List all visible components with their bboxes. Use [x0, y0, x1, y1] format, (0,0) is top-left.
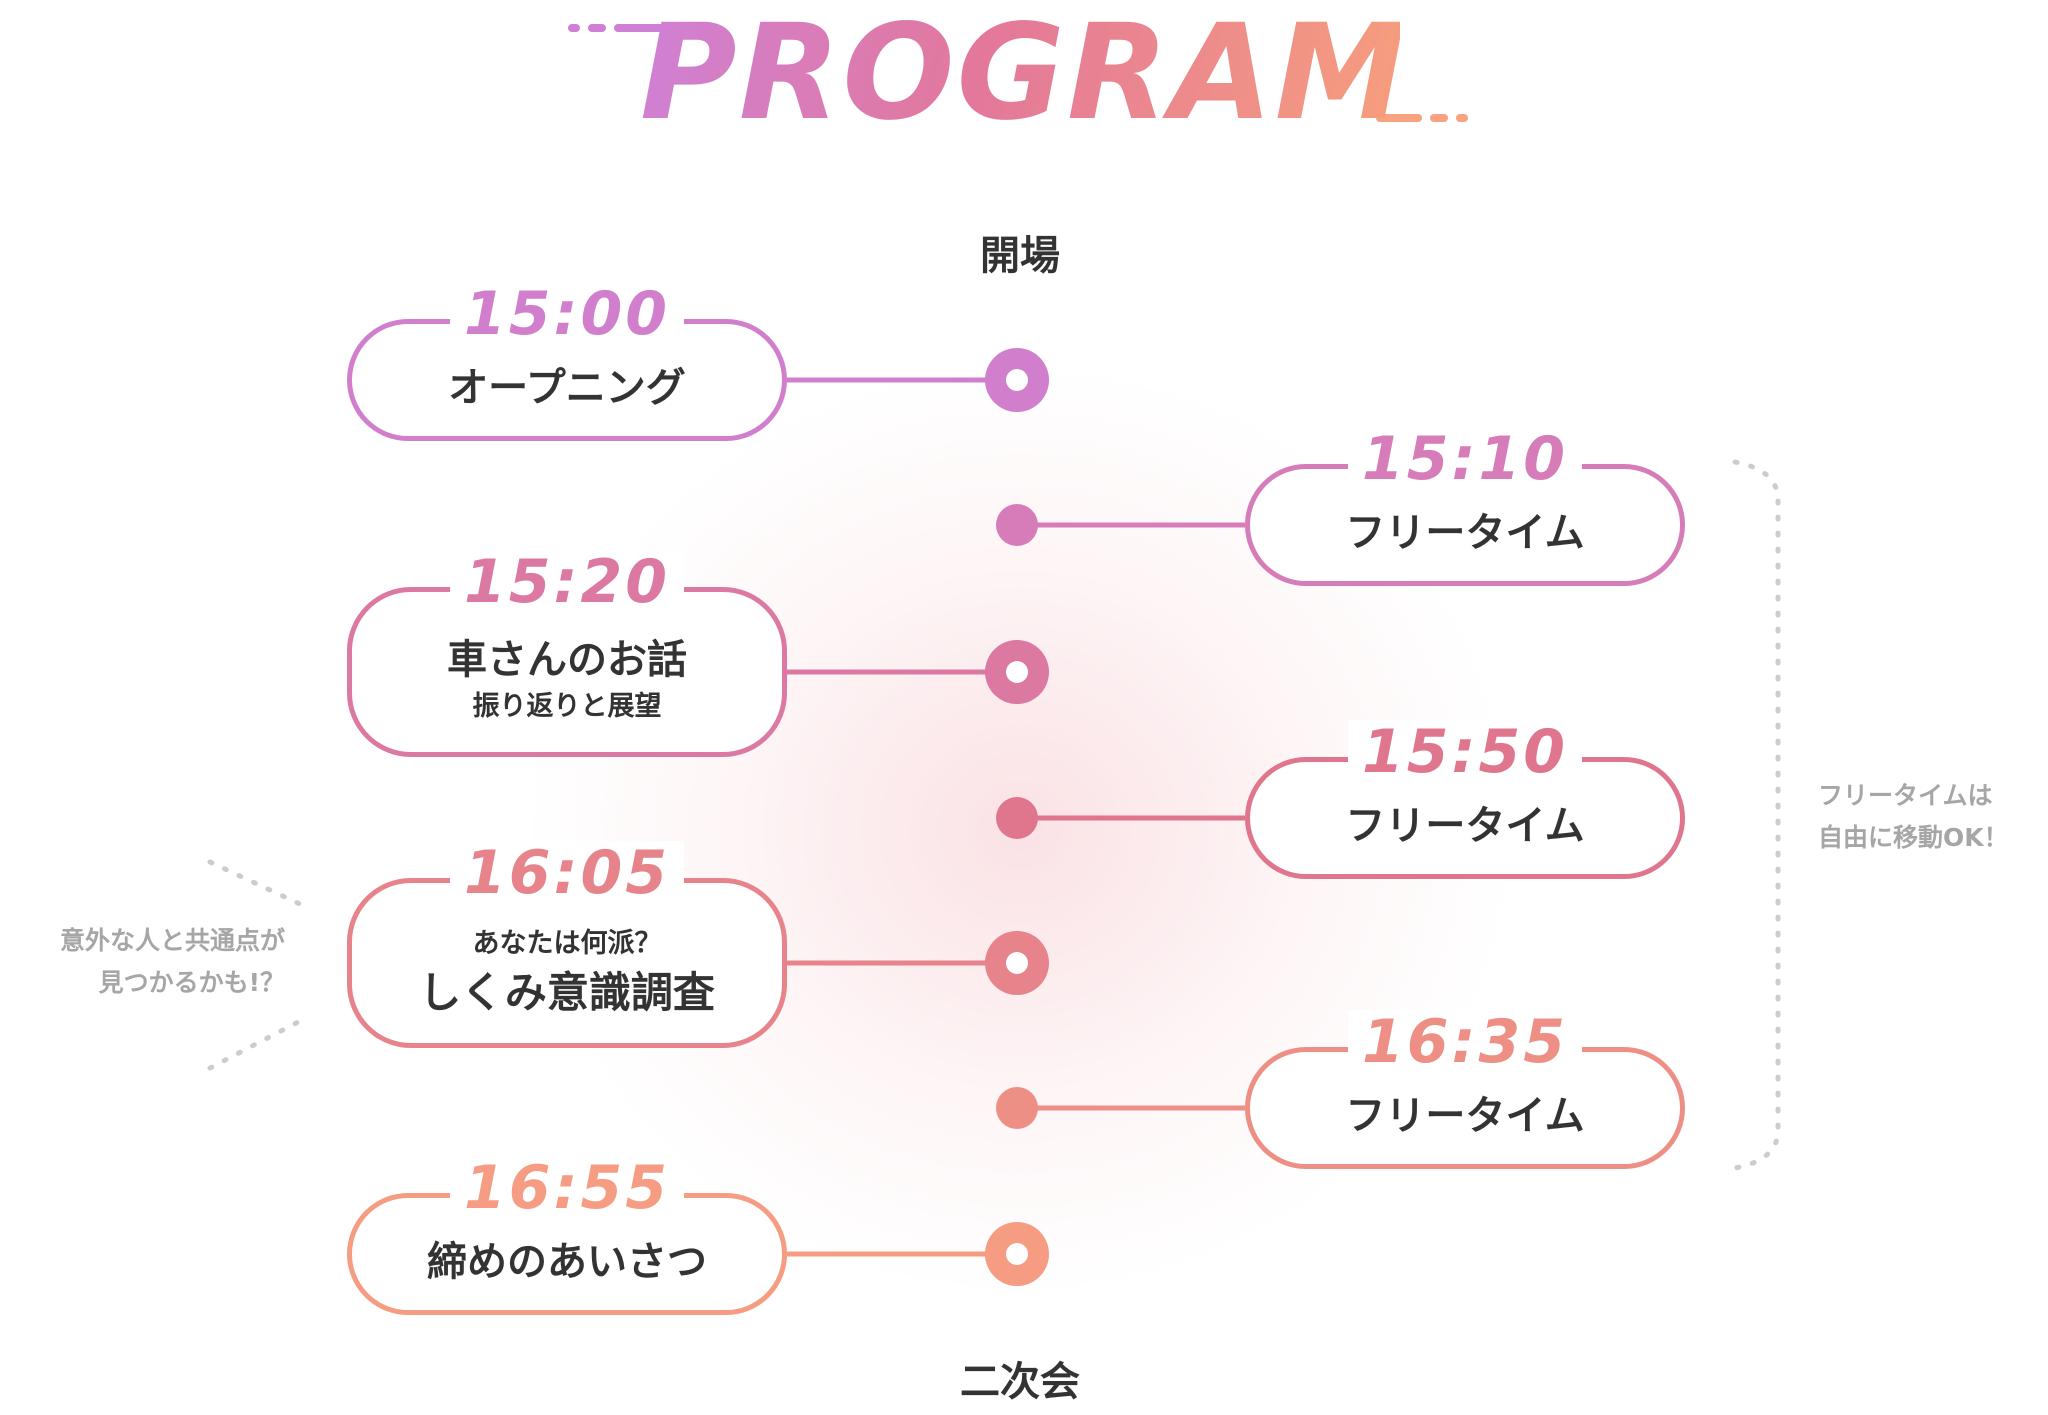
event-time: 15:10 [1348, 427, 1582, 491]
timeline-node-minor [996, 504, 1038, 546]
timeline-node-hole [1006, 661, 1028, 683]
left-dotted-line-top [207, 859, 305, 908]
event-label: しくみ意識調査 [419, 968, 715, 1017]
timeline-node-hole [1006, 1243, 1028, 1265]
timeline-start-label: 開場 [980, 233, 1060, 279]
right-note-line-2: 自由に移動OK！ [1818, 823, 2009, 852]
timeline-node-minor [996, 1087, 1038, 1129]
event-card: 16:05 あなたは何派？ しくみ意識調査 [347, 841, 787, 1048]
timeline-end-label: 二次会 [960, 1359, 1080, 1405]
event-time: 16:35 [1348, 1010, 1582, 1074]
right-note: フリータイムは 自由に移動OK！ [1818, 775, 2009, 859]
event-sublabel: 振り返りと展望 [472, 691, 662, 722]
event-card: 15:20 車さんのお話振り返りと展望 [347, 550, 787, 757]
timeline-node-minor [996, 797, 1038, 839]
title-decoration [568, 24, 1468, 122]
left-note-line-1: 意外な人と共通点が [59, 926, 285, 955]
event-label: オープニング [448, 365, 686, 411]
event-sublabel: あなたは何派？ [472, 928, 662, 959]
event-time: 15:20 [450, 550, 684, 614]
timeline-node-hole [1006, 952, 1028, 974]
event-label: 締めのあいさつ [427, 1239, 707, 1285]
event-card: 16:55 締めのあいさつ [347, 1156, 787, 1315]
event-card: 15:50 フリータイム [1245, 720, 1685, 879]
event-card: 15:10 フリータイム [1245, 427, 1685, 586]
timeline-node-hole [1006, 369, 1028, 391]
event-label: フリータイム [1345, 510, 1585, 556]
left-note-line-2: 見つかるかも!？ [98, 968, 285, 997]
title-banner: PROGRAM [0, 0, 2048, 140]
left-note: 意外な人と共通点が 見つかるかも!？ [60, 920, 285, 1004]
event-time: 15:50 [1348, 720, 1582, 784]
event-time: 16:55 [450, 1156, 684, 1220]
right-note-line-1: フリータイムは [1818, 781, 1993, 810]
event-label: フリータイム [1345, 803, 1585, 849]
event-label: 車さんのお話 [447, 637, 687, 683]
page-title: PROGRAM [640, 0, 1409, 150]
event-label: フリータイム [1345, 1093, 1585, 1139]
event-card: 15:00 オープニング [347, 282, 787, 441]
left-dotted-line-bottom [207, 1017, 305, 1071]
event-time: 16:05 [450, 841, 684, 905]
event-card: 16:35 フリータイム [1245, 1010, 1685, 1169]
right-dotted-bracket [1732, 459, 1781, 1171]
event-time: 15:00 [450, 282, 684, 346]
